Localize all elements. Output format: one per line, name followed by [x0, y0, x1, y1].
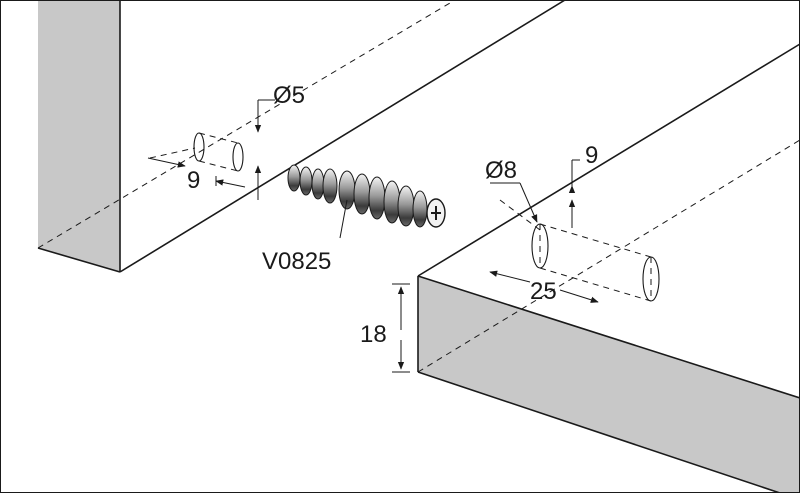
label-panel-diameter: Ø8 — [485, 157, 517, 184]
lower-panel-front-face — [418, 276, 800, 493]
dim-top-depth: 9 — [147, 157, 246, 194]
dim-top-diameter: Ø5 — [254, 82, 305, 200]
label-panel-depth: 25 — [530, 278, 557, 305]
dowel-connector: V0825 — [262, 164, 446, 275]
upper-side-panel — [37, 0, 566, 273]
label-top-depth: 9 — [187, 167, 200, 194]
upper-panel-holes — [149, 132, 244, 172]
label-part-number: V0825 — [262, 248, 331, 275]
label-panel-thickness: 18 — [360, 321, 387, 348]
lower-panel-holes — [499, 199, 660, 302]
dim-panel-depth: 25 — [489, 270, 599, 305]
label-top-diameter: Ø5 — [273, 82, 305, 109]
dim-panel-offset: 9 — [568, 142, 598, 228]
upper-panel-front-face — [38, 0, 120, 272]
dim-panel-thickness: 18 — [360, 283, 410, 373]
dim-panel-diameter: Ø8 — [485, 157, 538, 223]
label-panel-offset: 9 — [585, 142, 598, 169]
lower-panel — [417, 43, 800, 493]
